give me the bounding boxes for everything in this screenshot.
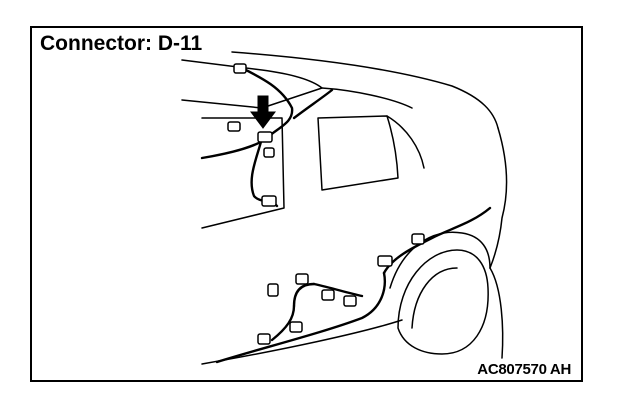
tire (397, 249, 489, 355)
harness-right (292, 88, 334, 120)
rear-side-window (317, 115, 399, 191)
rear-lower (489, 267, 504, 359)
connector-d11 (257, 131, 273, 143)
harness-arch (382, 206, 492, 275)
headliner (181, 59, 323, 109)
rear-deck (489, 127, 508, 269)
harness-upper (200, 66, 294, 160)
wheel-arch (389, 231, 491, 289)
trim-panel (201, 117, 285, 229)
harness-floor (215, 271, 386, 364)
vehicle-wiring-illustration (181, 51, 508, 365)
diagram-frame: Connector: D-11 AC807570 AH (30, 26, 583, 382)
roof-line (231, 51, 499, 129)
connector-title: Connector: D-11 (38, 32, 205, 56)
arrow-indicator (250, 95, 276, 129)
figure-code: AC807570 AH (475, 361, 573, 378)
